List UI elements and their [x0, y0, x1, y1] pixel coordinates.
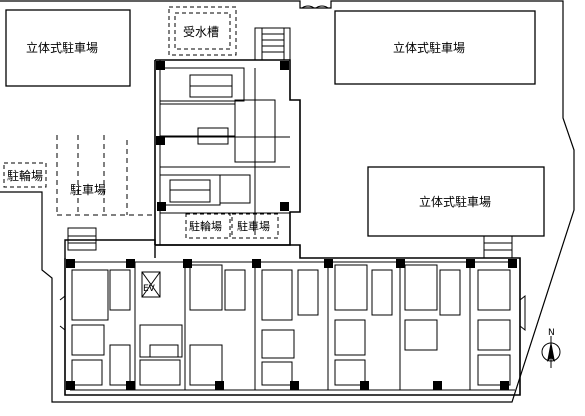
parking-tower-top-right-box: [334, 10, 536, 85]
north-mark-label: N: [548, 328, 555, 338]
parking-tower-left-box: [5, 9, 131, 87]
bicycle-parking-left-label: 駐輪場: [7, 168, 43, 183]
bicycle-parking-center-label: 駐輪場: [189, 219, 222, 233]
parking-tower-mid-right-label: 立体式駐車場: [419, 194, 491, 209]
bicycle-parking-left-box: [3, 162, 47, 188]
site-boundary: [0, 0, 575, 403]
parking-tower-mid-right-box: [367, 166, 545, 237]
parking-stall-lines: [56, 135, 155, 216]
north-arrow-icon: [541, 336, 561, 368]
bicycle-parking-center-box: [185, 213, 231, 239]
elevator-label: EV: [143, 284, 156, 294]
water-tank-box: [168, 6, 237, 56]
parking-lot-center-label: 駐車場: [70, 182, 106, 197]
parking-lot-small-label: 駐車場: [237, 219, 270, 233]
south-wing-building: [59, 227, 526, 396]
water-tank-label: 受水槽: [183, 25, 219, 39]
gate-arcs: [301, 5, 329, 9]
parking-tower-top-right-label: 立体式駐車場: [393, 40, 465, 55]
parking-tower-left-label: 立体式駐車場: [26, 40, 98, 55]
north-wing-building: [154, 27, 301, 246]
